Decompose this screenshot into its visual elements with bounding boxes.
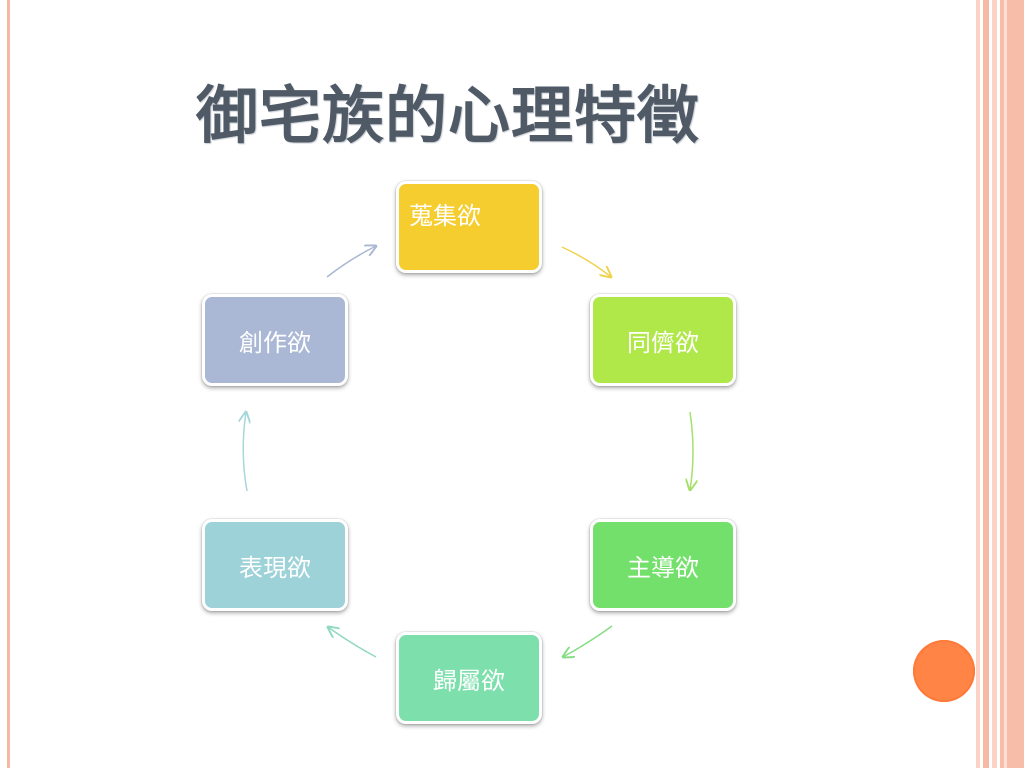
- arrow-create-to-collect: [326, 246, 376, 278]
- node-label: 同儕欲: [627, 328, 699, 357]
- node-label: 歸屬欲: [433, 666, 505, 695]
- slide-title: 御宅族的心理特徵: [196, 79, 701, 152]
- cycle-node-express: 表現欲: [202, 519, 348, 611]
- node-label: 主導欲: [627, 553, 699, 582]
- cycle-node-collect: 蒐集欲: [396, 181, 542, 273]
- cycle-node-create: 創作欲: [202, 294, 348, 386]
- cycle-node-peer: 同儕欲: [590, 294, 736, 386]
- arrow-collect-to-peer: [561, 246, 611, 277]
- right-border-stripe: [976, 0, 980, 768]
- right-border-stripe: [983, 0, 989, 768]
- node-label: 創作欲: [239, 328, 311, 357]
- arrow-peer-to-lead: [690, 411, 693, 490]
- arrow-belong-to-express: [328, 627, 377, 658]
- node-label: 表現欲: [239, 553, 311, 582]
- decorative-orange-circle: [913, 640, 975, 702]
- left-border-line: [7, 0, 10, 768]
- cycle-node-belong: 歸屬欲: [396, 632, 542, 724]
- right-border-stripe: [992, 0, 997, 768]
- node-label: 蒐集欲: [409, 202, 481, 230]
- arrow-express-to-create: [243, 412, 247, 492]
- arrow-lead-to-belong: [563, 625, 613, 657]
- cycle-node-lead: 主導欲: [590, 519, 736, 611]
- right-border-stripe: [1004, 0, 1007, 768]
